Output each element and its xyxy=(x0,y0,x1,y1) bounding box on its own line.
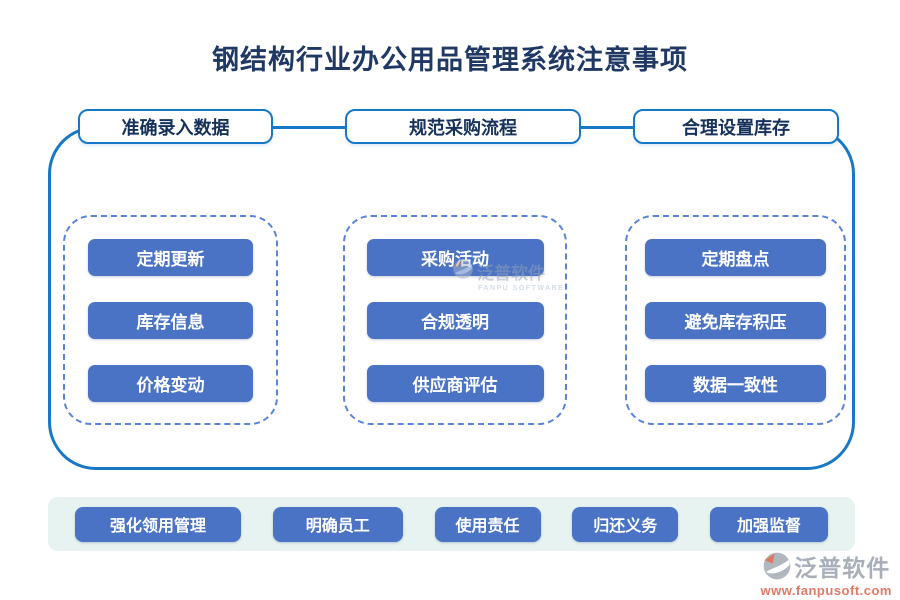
pill-strengthen-usage-mgmt[interactable]: 强化领用管理 xyxy=(75,506,241,542)
pill-regular-update[interactable]: 定期更新 xyxy=(88,238,253,276)
logo-name: 泛普软件 xyxy=(794,555,891,581)
tab-accurate-data-entry[interactable]: 准确录入数据 xyxy=(78,109,273,144)
pill-clarify-employee[interactable]: 明确员工 xyxy=(272,506,403,542)
pill-avoid-overstock[interactable]: 避免库存积压 xyxy=(645,301,826,339)
pill-compliance[interactable]: 合规透明 xyxy=(366,301,544,339)
pill-data-consistency[interactable]: 数据一致性 xyxy=(645,364,826,402)
page-title: 钢结构行业办公用品管理系统注意事项 xyxy=(212,45,688,75)
footer-bar: 强化领用管理 明确员工 使用责任 归还义务 加强监督 xyxy=(48,497,855,551)
pill-procurement-activity[interactable]: 采购活动 xyxy=(366,238,544,276)
pill-return-obligation[interactable]: 归还义务 xyxy=(572,506,679,542)
pill-inventory-info[interactable]: 库存信息 xyxy=(88,301,253,339)
tab-standard-procurement[interactable]: 规范采购流程 xyxy=(345,109,581,144)
pill-supplier-evaluation[interactable]: 供应商评估 xyxy=(366,364,544,402)
logo-website-link[interactable]: www.fanpusoft.com xyxy=(760,583,892,598)
group-inventory: 定期盘点 避免库存积压 数据一致性 xyxy=(625,215,846,425)
fanpu-logo: 泛普软件 www.fanpusoft.com xyxy=(760,549,892,598)
pill-strengthen-supervision[interactable]: 加强监督 xyxy=(710,506,828,542)
group-data-entry: 定期更新 库存信息 价格变动 xyxy=(63,215,278,425)
pill-price-change[interactable]: 价格变动 xyxy=(88,364,253,402)
pill-regular-stocktake[interactable]: 定期盘点 xyxy=(645,238,826,276)
main-container xyxy=(48,126,855,470)
tab-reasonable-inventory[interactable]: 合理设置库存 xyxy=(633,109,839,144)
pill-usage-responsibility[interactable]: 使用责任 xyxy=(434,506,541,542)
fanpu-logo-icon xyxy=(762,551,792,581)
group-procurement: 采购活动 合规透明 供应商评估 xyxy=(343,215,567,425)
